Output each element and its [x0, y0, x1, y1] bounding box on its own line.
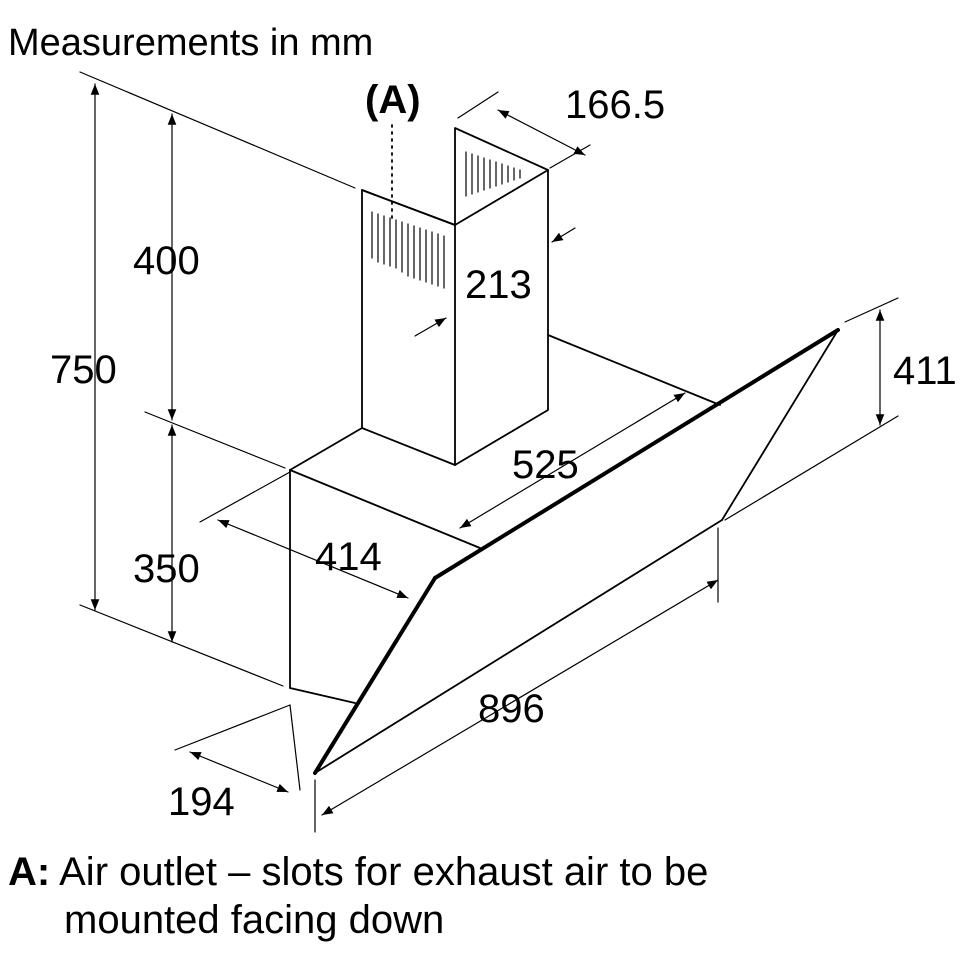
dim-glass-height: 411 — [893, 349, 957, 393]
dim-body-depth: 414 — [315, 535, 382, 579]
legend: A: Air outlet – slots for exhaust air to… — [8, 848, 958, 944]
diagram-title: Measurements in mm — [8, 22, 373, 64]
dim-chimney-width: 166.5 — [565, 83, 665, 127]
legend-line-2: mounted facing down — [64, 898, 445, 942]
dim-body-height: 350 — [133, 547, 200, 591]
air-outlet-slots — [371, 151, 521, 289]
dimension-labels: 750 400 350 166.5 213 411 525 414 896 19… — [50, 83, 957, 824]
dim-glass-depth: 525 — [512, 443, 579, 487]
dim-total-height: 750 — [50, 348, 117, 392]
legend-key: A: — [8, 850, 51, 894]
dim-chimney-height: 400 — [133, 239, 200, 283]
dim-base-depth: 194 — [168, 780, 235, 824]
marker-a-label: (A) — [365, 78, 421, 122]
dim-chimney-depth: 213 — [465, 263, 532, 307]
extension-lines — [79, 71, 899, 833]
legend-text-1: Air outlet – slots for exhaust air to be — [59, 850, 709, 894]
dim-width: 896 — [478, 687, 545, 731]
glass-panel — [313, 328, 840, 775]
legend-line-1: A: Air outlet – slots for exhaust air to… — [8, 848, 958, 896]
hood-body — [289, 334, 721, 704]
dimension-lines — [90, 83, 885, 816]
